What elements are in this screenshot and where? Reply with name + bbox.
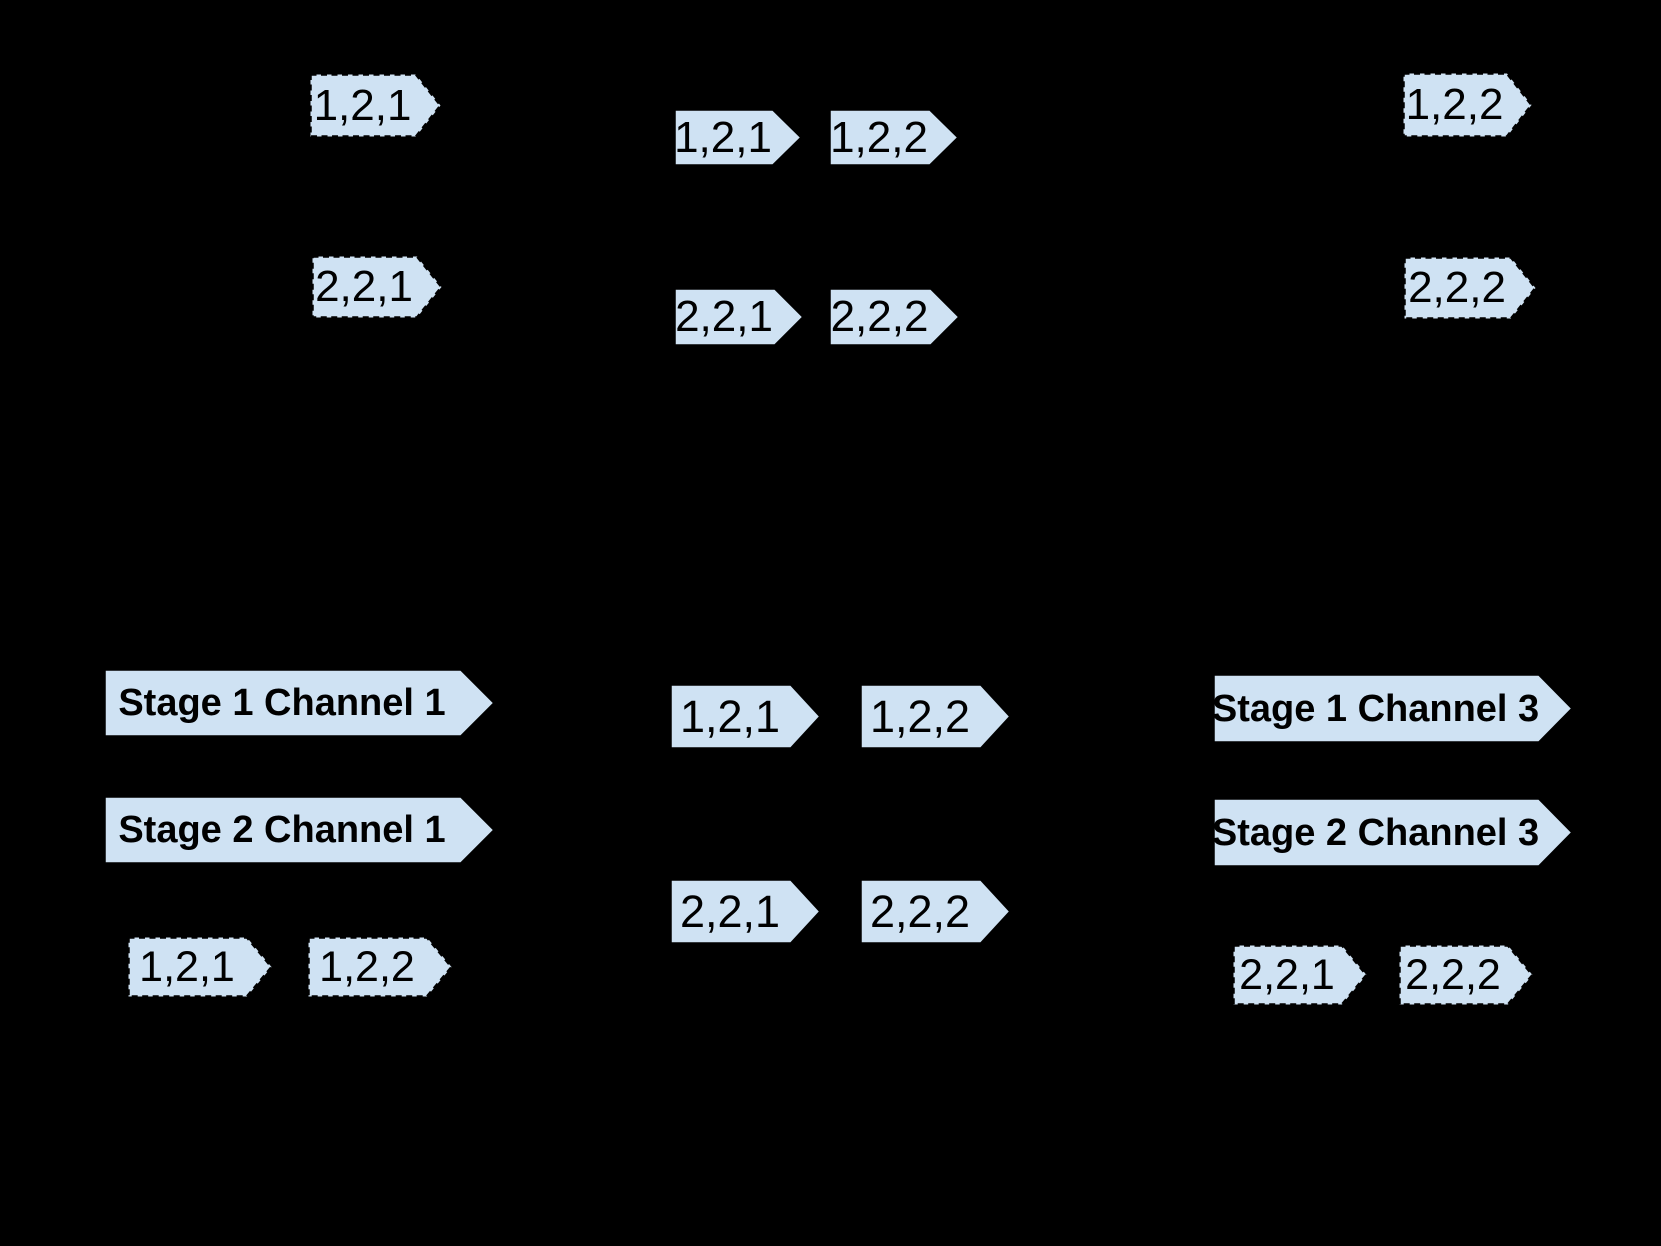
arrow-stage-1-channel-1: Stage 1 Channel 1 — [103, 668, 496, 738]
arrow-dashed-1-2-1-top-left: 1,2,1 — [309, 73, 442, 138]
arrow-solid-1-2-2-middle-center: 1,2,2 — [859, 683, 1012, 750]
arrow-solid-1-2-2-top-middle-shape — [828, 108, 960, 167]
arrow-stage-2-channel-3: Stage 2 Channel 3 — [1212, 797, 1574, 868]
arrow-dashed-1-2-2-middle-left-shape — [307, 936, 453, 998]
arrow-solid-2-2-2-middle-center-label: 2,2,2 — [869, 886, 971, 937]
arrow-dashed-2-2-1-top-left: 2,2,1 — [311, 255, 443, 319]
arrow-dashed-1-2-2-top-right: 1,2,2 — [1402, 72, 1533, 138]
arrow-solid-2-2-1-middle-center-shape — [669, 878, 822, 945]
arrow-dashed-2-2-1-middle-right-label: 2,2,1 — [1239, 950, 1335, 999]
arrow-solid-2-2-2-top-middle-shape — [828, 287, 961, 347]
arrow-solid-1-2-1-middle-center: 1,2,1 — [669, 683, 822, 750]
arrow-dashed-2-2-1-top-left-label: 2,2,1 — [315, 262, 413, 311]
arrow-solid-2-2-1-middle-center-label: 2,2,1 — [679, 886, 781, 937]
arrow-dashed-2-2-1-middle-right: 2,2,1 — [1232, 944, 1368, 1006]
arrow-dashed-2-2-2-middle-right-label: 2,2,2 — [1405, 950, 1501, 999]
arrow-solid-2-2-1-middle-center: 2,2,1 — [669, 878, 822, 945]
arrow-dashed-1-2-2-top-right-shape — [1402, 72, 1533, 138]
arrow-dashed-1-2-1-top-left-shape — [309, 73, 442, 138]
arrow-solid-1-2-2-middle-center-label: 1,2,2 — [869, 691, 971, 742]
arrow-dashed-1-2-2-middle-left-label: 1,2,2 — [319, 942, 415, 991]
arrow-solid-2-2-1-top-middle-label: 2,2,1 — [675, 292, 773, 341]
arrow-solid-1-2-1-top-middle: 1,2,1 — [673, 108, 803, 167]
arrow-dashed-2-2-2-top-right-label: 2,2,2 — [1408, 263, 1506, 312]
arrow-stage-1-channel-3-shape — [1212, 673, 1574, 744]
arrow-dashed-2-2-2-top-right-shape — [1403, 256, 1537, 320]
arrow-stage-2-channel-1: Stage 2 Channel 1 — [103, 795, 496, 865]
arrow-solid-1-2-1-middle-center-label: 1,2,1 — [679, 691, 781, 742]
arrow-dashed-2-2-2-middle-right: 2,2,2 — [1398, 944, 1534, 1006]
arrow-solid-2-2-2-top-middle: 2,2,2 — [828, 287, 961, 347]
arrow-solid-2-2-2-top-middle-label: 2,2,2 — [830, 292, 929, 341]
arrow-dashed-2-2-1-top-left-shape — [311, 255, 443, 319]
arrow-dashed-1-2-2-top-right-label: 1,2,2 — [1405, 80, 1504, 129]
arrow-stage-2-channel-1-label: Stage 2 Channel 1 — [118, 809, 446, 851]
arrow-solid-1-2-2-middle-center-shape — [859, 683, 1012, 750]
arrow-solid-1-2-1-middle-center-shape — [669, 683, 822, 750]
arrow-solid-1-2-1-top-middle-label: 1,2,1 — [674, 112, 772, 162]
arrow-solid-1-2-2-top-middle-label: 1,2,2 — [830, 112, 928, 162]
arrow-solid-1-2-1-top-middle-shape — [673, 108, 803, 167]
arrow-stage-2-channel-3-label: Stage 2 Channel 3 — [1211, 811, 1540, 854]
arrow-solid-2-2-1-top-middle: 2,2,1 — [673, 287, 805, 347]
arrow-dashed-1-2-1-middle-left-label: 1,2,1 — [139, 942, 235, 991]
arrow-stage-1-channel-3-label: Stage 1 Channel 3 — [1211, 687, 1540, 730]
arrow-stage-2-channel-1-shape — [103, 795, 496, 865]
arrow-solid-1-2-2-top-middle: 1,2,2 — [828, 108, 960, 167]
arrow-solid-2-2-1-top-middle-shape — [673, 287, 805, 347]
arrow-dashed-1-2-1-middle-left: 1,2,1 — [127, 936, 273, 998]
arrow-stage-1-channel-1-shape — [103, 668, 496, 738]
arrow-stage-1-channel-3: Stage 1 Channel 3 — [1212, 673, 1574, 744]
arrow-dashed-1-2-1-top-left-label: 1,2,1 — [313, 80, 412, 130]
arrow-stage-2-channel-3-shape — [1212, 797, 1574, 868]
arrow-dashed-2-2-1-middle-right-shape — [1232, 944, 1368, 1006]
arrow-dashed-2-2-2-top-right: 2,2,2 — [1403, 256, 1537, 320]
arrow-stage-1-channel-1-label: Stage 1 Channel 1 — [118, 682, 446, 724]
arrow-solid-2-2-2-middle-center-shape — [859, 878, 1012, 945]
arrow-solid-2-2-2-middle-center: 2,2,2 — [859, 878, 1012, 945]
arrow-dashed-1-2-1-middle-left-shape — [127, 936, 273, 998]
arrow-dashed-1-2-2-middle-left: 1,2,2 — [307, 936, 453, 998]
arrow-dashed-2-2-2-middle-right-shape — [1398, 944, 1534, 1006]
